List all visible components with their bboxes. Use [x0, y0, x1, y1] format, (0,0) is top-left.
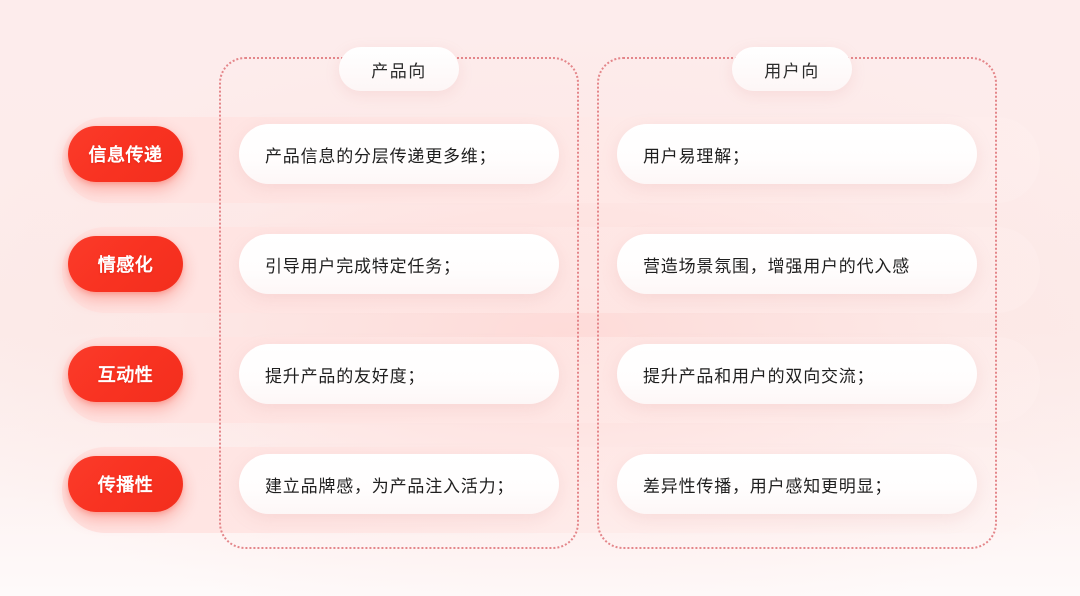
card-product-2[interactable]: 引导用户完成特定任务；: [239, 234, 559, 294]
card-user-4[interactable]: 差异性传播，用户感知更明显；: [617, 454, 977, 514]
column-header-product: 产品向: [339, 47, 459, 91]
card-user-4-text: 差异性传播，用户感知更明显；: [643, 476, 893, 496]
card-product-1-text: 产品信息的分层传递更多维；: [265, 146, 497, 166]
category-pill-1-label: 信息传递: [88, 145, 163, 165]
card-product-4[interactable]: 建立品牌感，为产品注入活力；: [239, 454, 559, 514]
card-product-3-text: 提升产品的友好度；: [265, 366, 426, 386]
category-pill-4-label: 传播性: [97, 475, 154, 495]
category-pill-3-label: 互动性: [97, 365, 154, 385]
column-header-user-label: 用户向: [764, 61, 820, 81]
card-user-2-text: 营造场景氛围，增强用户的代入感: [643, 256, 910, 276]
card-user-2[interactable]: 营造场景氛围，增强用户的代入感: [617, 234, 977, 294]
card-user-3-text: 提升产品和用户的双向交流；: [643, 366, 875, 386]
card-product-1[interactable]: 产品信息的分层传递更多维；: [239, 124, 559, 184]
card-user-1[interactable]: 用户易理解；: [617, 124, 977, 184]
card-user-3[interactable]: 提升产品和用户的双向交流；: [617, 344, 977, 404]
card-user-1-text: 用户易理解；: [643, 146, 750, 166]
card-product-3[interactable]: 提升产品的友好度；: [239, 344, 559, 404]
category-pill-4[interactable]: 传播性: [68, 456, 183, 512]
category-pill-1[interactable]: 信息传递: [68, 126, 183, 182]
category-pill-2-label: 情感化: [97, 255, 154, 275]
column-header-product-label: 产品向: [371, 61, 427, 81]
column-header-user: 用户向: [732, 47, 852, 91]
category-pill-3[interactable]: 互动性: [68, 346, 183, 402]
card-product-4-text: 建立品牌感，为产品注入活力；: [265, 476, 515, 496]
category-pill-2[interactable]: 情感化: [68, 236, 183, 292]
card-product-2-text: 引导用户完成特定任务；: [265, 256, 461, 276]
